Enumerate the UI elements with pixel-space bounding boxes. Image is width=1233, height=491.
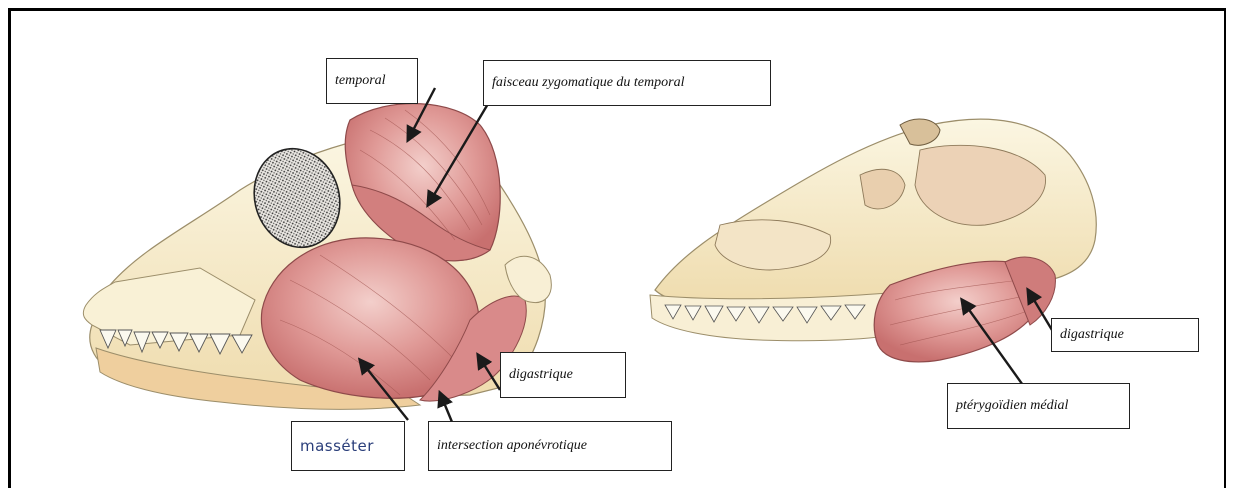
label-temporal: temporal [326, 58, 418, 104]
right-skull [650, 119, 1096, 362]
left-skull [83, 104, 551, 410]
label-intersection-aponevrotique: intersection aponévrotique [428, 421, 672, 471]
label-digastrique-right: digastrique [1051, 318, 1199, 352]
label-masseter: masséter [291, 421, 405, 471]
label-pterygoidien-medial: ptérygoïdien médial [947, 383, 1130, 429]
label-faisceau-zygomatique: faisceau zygomatique du temporal [483, 60, 771, 106]
label-digastrique-left: digastrique [500, 352, 626, 398]
